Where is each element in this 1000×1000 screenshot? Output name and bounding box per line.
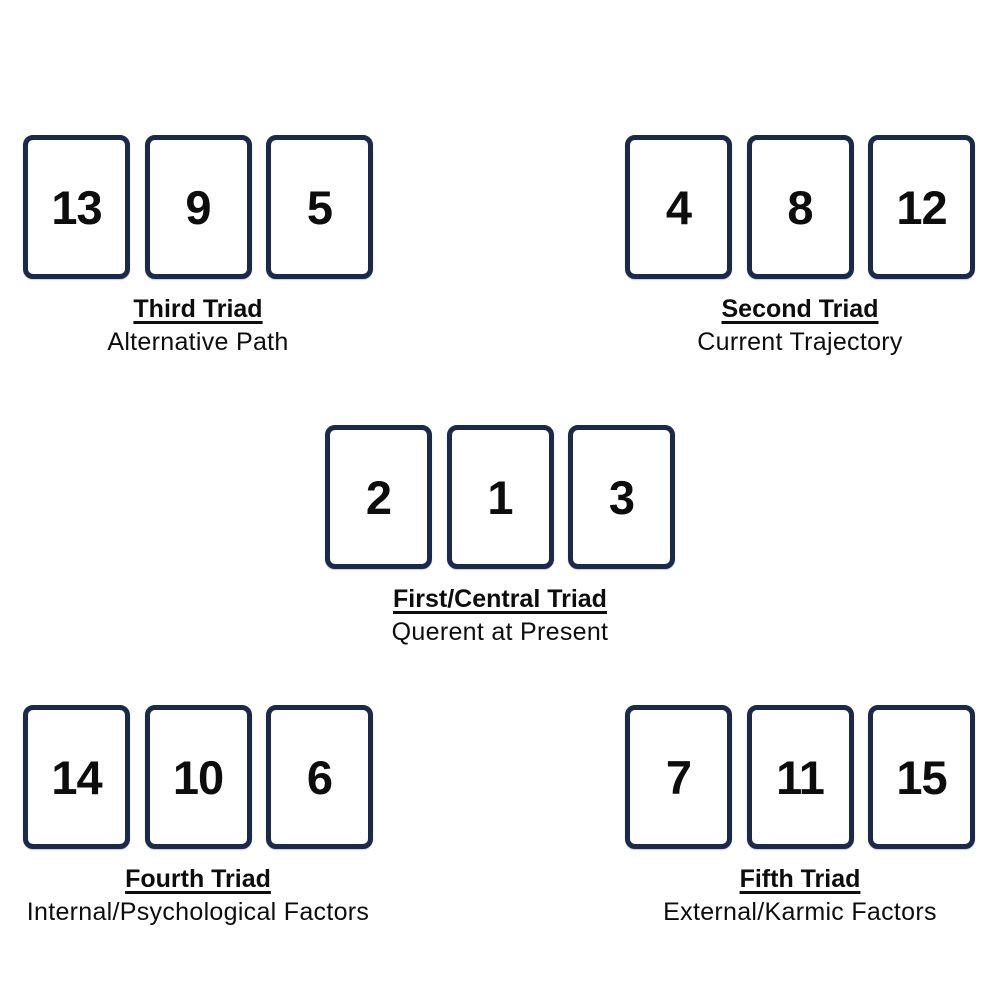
triad-subtitle: Querent at Present [391,618,609,646]
card-number: 10 [172,750,224,804]
card-number: 11 [776,750,825,804]
triad-group-first-central: 2 1 3 First/Central Triad Querent at Pre… [325,425,675,647]
card-row: 13 9 5 [23,135,373,279]
triad-group-second: 4 8 12 Second Triad Current Trajectory [625,135,975,357]
tarot-card-7: 7 [625,705,732,849]
triad-subtitle: External/Karmic Factors [663,898,937,926]
tarot-card-6: 6 [266,705,373,849]
card-number: 9 [185,180,211,234]
card-row: 4 8 12 [625,135,975,279]
card-number: 2 [365,470,392,524]
card-row: 14 10 6 [23,705,373,849]
triad-title: Third Triad [133,295,263,323]
tarot-card-8: 8 [746,135,854,279]
tarot-card-13: 13 [23,135,130,279]
tarot-card-4: 4 [625,135,732,279]
card-number: 6 [306,750,333,804]
card-number: 8 [787,180,813,234]
tarot-card-2: 2 [325,425,432,569]
triad-group-fourth: 14 10 6 Fourth Triad Internal/Psychologi… [23,705,373,927]
triad-title: First/Central Triad [393,585,607,613]
card-number: 7 [665,750,692,804]
triad-title: Second Triad [721,295,879,323]
card-row: 2 1 3 [325,425,675,569]
triad-group-third: 13 9 5 Third Triad Alternative Path [23,135,373,357]
triad-subtitle: Internal/Psychological Factors [26,898,370,926]
tarot-card-5: 5 [266,135,373,279]
triad-subtitle: Current Trajectory [697,328,903,356]
card-number: 14 [51,750,102,804]
tarot-card-1: 1 [446,425,554,569]
tarot-card-11: 11 [746,705,854,849]
triad-title: Fifth Triad [739,865,861,893]
triad-title: Fourth Triad [125,865,271,893]
card-number: 1 [487,470,513,524]
tarot-card-10: 10 [144,705,252,849]
card-number: 15 [896,750,947,804]
tarot-card-14: 14 [23,705,130,849]
card-number: 12 [896,180,947,234]
card-number: 4 [665,180,692,234]
tarot-card-12: 12 [868,135,975,279]
triad-group-fifth: 7 11 15 Fifth Triad External/Karmic Fact… [625,705,975,927]
triad-subtitle: Alternative Path [107,328,289,356]
card-row: 7 11 15 [625,705,975,849]
card-number: 5 [306,180,333,234]
tarot-card-3: 3 [568,425,675,569]
card-number: 13 [51,180,102,234]
tarot-card-15: 15 [868,705,975,849]
card-number: 3 [608,470,635,524]
tarot-card-9: 9 [144,135,252,279]
